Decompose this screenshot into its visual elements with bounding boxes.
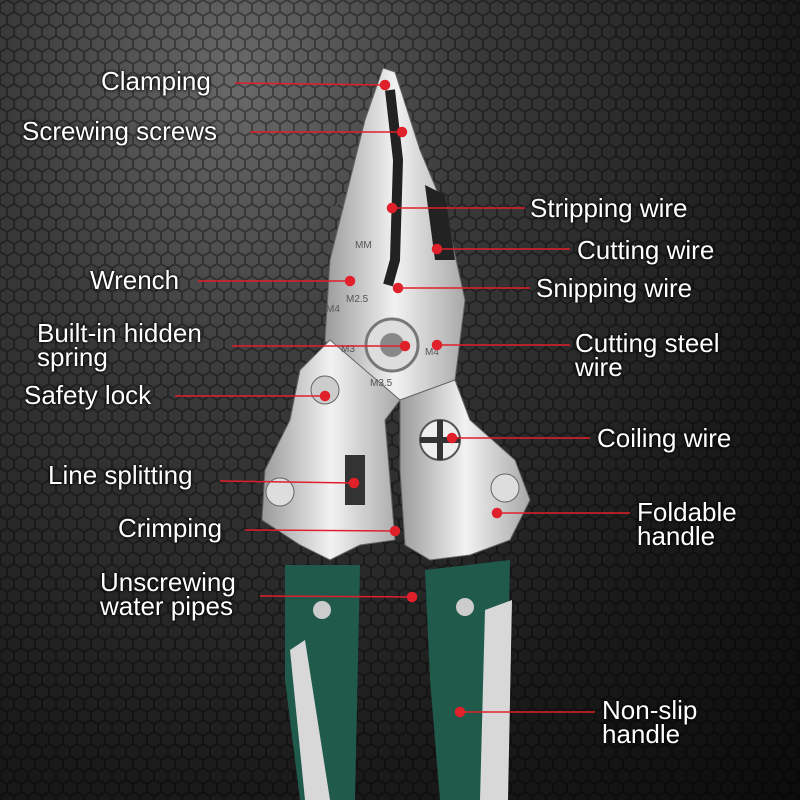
label-safety-lock: Safety lock (24, 380, 152, 410)
label-line: Foldable (637, 497, 737, 527)
label-hidden-spring: Built-in hidden spring (37, 318, 202, 372)
dot-screwing (396, 126, 408, 138)
handle-left-grip (290, 640, 330, 800)
rivet-right (490, 473, 520, 503)
label-foldable-handle: Foldable handle (637, 497, 737, 551)
dot-foldable (491, 507, 503, 519)
label-line: Built-in hidden (37, 318, 202, 348)
dot-cutting (431, 243, 443, 255)
label-screwing-screws: Screwing screws (22, 116, 218, 146)
label-non-slip-handle: Non-slip handle (602, 695, 698, 749)
label-clamping: Clamping (101, 66, 211, 96)
marking-m4: M4 (326, 304, 340, 315)
label-line: handle (637, 521, 716, 551)
label-line: Non-slip (602, 695, 698, 725)
dot-clamping (379, 79, 391, 91)
dot-snipping (392, 282, 404, 294)
label-line-splitting: Line splitting (48, 460, 193, 490)
rivet-left (265, 477, 295, 507)
dot-crimping (389, 525, 401, 537)
dot-stripping (386, 202, 398, 214)
marking-m3-5: M3.5 (370, 378, 393, 389)
label-line: handle (602, 719, 681, 749)
handle-right-grip (480, 600, 512, 800)
label-line: spring (37, 342, 108, 372)
label-line: water pipes (100, 591, 233, 621)
marking-m3: M3 (330, 202, 344, 213)
label-cutting-steel-wire: Cutting steel wire (575, 328, 720, 382)
label-coiling-wire: Coiling wire (597, 423, 732, 453)
marking-m4-right: M4 (425, 347, 439, 358)
label-wrench: Wrench (90, 265, 180, 295)
line-clamping (234, 82, 386, 86)
pivot-bolt (380, 333, 404, 357)
dot-wrench (344, 275, 356, 287)
pliers-body-left (261, 339, 401, 561)
dot-unscrewing (406, 591, 418, 603)
safety-lock-button (310, 375, 340, 405)
dot-safety-lock (319, 390, 331, 402)
label-line: Unscrewing (100, 567, 236, 597)
dot-steel (431, 339, 443, 351)
handle-rivet-right (456, 598, 474, 616)
label-unscrewing-water-pipes: Unscrewing water pipes (100, 567, 236, 621)
handle-rivet-left (313, 601, 331, 619)
marking-m3-center: M3 (341, 344, 355, 355)
dot-non-slip (454, 706, 466, 718)
label-cutting-wire: Cutting wire (577, 235, 715, 265)
label-line: Cutting steel (575, 328, 720, 358)
marking-m2-5: M2.5 (346, 294, 369, 305)
label-snipping-wire: Snipping wire (536, 273, 693, 303)
dot-spring (399, 340, 411, 352)
cutting-notch (425, 185, 455, 260)
line-unscrewing (259, 595, 413, 598)
label-stripping-wire: Stripping wire (530, 193, 688, 223)
label-line: wire (575, 352, 623, 382)
marking-mm: MM (355, 240, 372, 251)
label-crimping: Crimping (118, 513, 223, 543)
dot-coiling (446, 432, 458, 444)
line-splitting (219, 480, 355, 484)
line-crimping (244, 529, 396, 532)
dot-splitting (348, 477, 360, 489)
